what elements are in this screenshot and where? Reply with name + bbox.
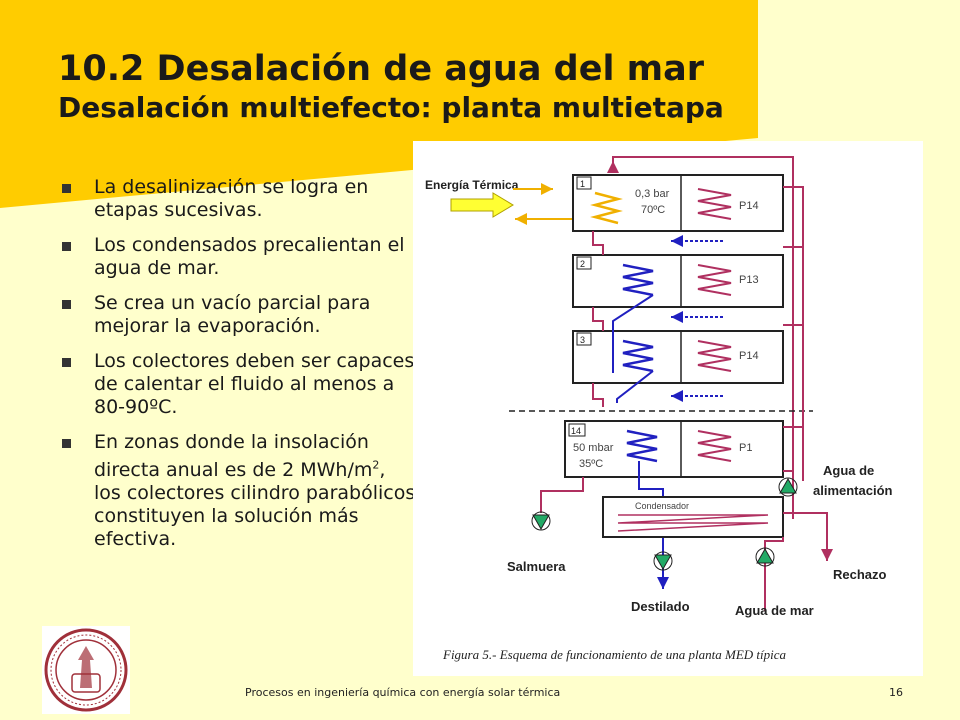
- stage-2: 2 P13: [572, 254, 784, 308]
- bullet-item: Los condensados precalientan el agua de …: [58, 234, 418, 280]
- brine-tube: [592, 383, 604, 407]
- bullet-square-icon: [62, 184, 71, 193]
- title-block: [0, 0, 758, 208]
- brine-tube: [592, 231, 604, 255]
- slide-footer: Procesos en ingeniería química con energ…: [245, 686, 561, 699]
- stage-3-number: 3: [580, 335, 585, 345]
- stage-3: 3 P14: [572, 330, 784, 384]
- bullet-square-icon: [62, 439, 71, 448]
- slide-title: 10.2 Desalación de agua del mar Desalaci…: [58, 48, 724, 126]
- superscript: 2: [372, 459, 380, 472]
- brine-out-line: [540, 477, 584, 513]
- reject-line: [783, 512, 833, 561]
- vapor-coil-icon: [622, 263, 654, 297]
- bullet-square-icon: [62, 242, 71, 251]
- feed-pump-body: [778, 477, 798, 497]
- condenser-coil-icon: [697, 430, 732, 462]
- bullet-text: En zonas donde la insolación directa anu…: [94, 431, 415, 550]
- vapor-coil-icon: [626, 429, 658, 463]
- stage-number-box: [576, 256, 592, 270]
- reject-label: Rechazo: [833, 567, 887, 582]
- bullet-square-icon: [62, 300, 71, 309]
- condenser-coil-icon: [697, 340, 732, 372]
- stage-14: 14 50 mbar 35ºC P1: [564, 420, 784, 478]
- stage-14-temperature: 35ºC: [579, 458, 603, 470]
- brine-pump-body: [531, 511, 551, 531]
- seal-figure: [78, 646, 94, 688]
- figure-caption: Figura 5.- Esquema de funcionamiento de …: [442, 647, 787, 662]
- seawater-label: Agua de mar: [735, 603, 814, 618]
- stage-1-pressure: 0,3 bar: [635, 188, 670, 200]
- stage-14-pressure: 50 mbar: [573, 442, 614, 454]
- condenser-coil-icon: [617, 514, 769, 532]
- seawater-line: [764, 537, 784, 611]
- condenser-label: Condensador: [635, 501, 689, 511]
- stage-2-label: P13: [739, 274, 759, 286]
- bullet-list: La desalinización se logra en etapas suc…: [58, 176, 418, 563]
- bullet-item: Se crea un vacío parcial para mejorar la…: [58, 292, 418, 338]
- feed-pump-icon: [779, 477, 797, 494]
- stage-3-label: P14: [739, 350, 759, 362]
- seal-outer-ring: [44, 628, 128, 712]
- stage-1-label: P14: [739, 200, 759, 212]
- feed-line: [783, 186, 804, 481]
- stage-1: 1 0,3 bar 70ºC P14: [572, 174, 784, 232]
- stage-3-box: [572, 330, 784, 384]
- brine-tube: [592, 307, 604, 331]
- condensate-line: [612, 294, 654, 373]
- stage-2-number: 2: [580, 259, 585, 269]
- distillate-label: Destilado: [631, 599, 690, 614]
- bullet-item: Los colectores deben ser capaces de cale…: [58, 350, 418, 419]
- stage-number-box: [576, 332, 592, 346]
- title-line-1: 10.2 Desalación de agua del mar: [58, 49, 704, 89]
- title-line-2: Desalación multiefecto: planta multietap…: [58, 91, 724, 124]
- seal-inner-ring: [55, 639, 117, 701]
- stage-2-box: [572, 254, 784, 308]
- stage-number-box: [568, 423, 586, 437]
- feed-label-line1: Agua de: [823, 463, 874, 478]
- condenser-coil-icon: [697, 264, 732, 296]
- stage-number-box: [576, 176, 592, 190]
- seawater-pump-body: [755, 547, 775, 567]
- bullet-text: Se crea un vacío parcial para mejorar la…: [94, 292, 371, 337]
- stage-14-number: 14: [571, 426, 581, 436]
- bullet-text: Los condensados precalientan el agua de …: [94, 234, 405, 279]
- distillate-pump-body: [653, 551, 673, 571]
- feed-label-line2: alimentación: [813, 483, 893, 498]
- page-number: 16: [889, 686, 903, 699]
- seawater-pump-icon: [756, 547, 774, 564]
- brine-pump-icon: [532, 514, 550, 531]
- seal-shield: [71, 673, 101, 693]
- med-diagram-figure: Energía Térmica 1 0,3 bar 70ºC P14 2 P13…: [413, 141, 923, 676]
- seal-dotted-ring: [50, 634, 122, 706]
- energy-label: Energía Térmica: [425, 178, 519, 192]
- bullet-text: Los colectores deben ser capaces de cale…: [94, 350, 415, 418]
- med-diagram: Energía Térmica 1 0,3 bar 70ºC P14 2 P13…: [425, 156, 893, 662]
- bullet-text-part: , los colectores cilindro parabólicos co…: [94, 459, 416, 551]
- vapor-coil-icon: [622, 339, 654, 373]
- heat-coil-icon: [590, 191, 623, 225]
- condenser: Condensador: [602, 496, 784, 538]
- bullet-text: La desalinización se logra en etapas suc…: [94, 176, 369, 221]
- bullet-square-icon: [62, 358, 71, 367]
- energy-arrow-icon: [450, 192, 514, 218]
- condenser-coil-icon: [697, 188, 732, 220]
- stage-14-label: P1: [739, 442, 752, 454]
- stage-14-box: [564, 420, 784, 478]
- stage-1-number: 1: [580, 179, 585, 189]
- bullet-item: En zonas donde la insolación directa anu…: [58, 431, 418, 551]
- bullet-text-part: En zonas donde la insolación directa anu…: [94, 431, 373, 482]
- bullet-item: La desalinización se logra en etapas suc…: [58, 176, 418, 222]
- brine-label: Salmuera: [507, 559, 566, 574]
- university-seal-logo: [42, 626, 130, 714]
- distillate-pump-icon: [654, 554, 672, 571]
- condensate-line: [616, 370, 654, 403]
- stage-1-temperature: 70ºC: [641, 204, 665, 216]
